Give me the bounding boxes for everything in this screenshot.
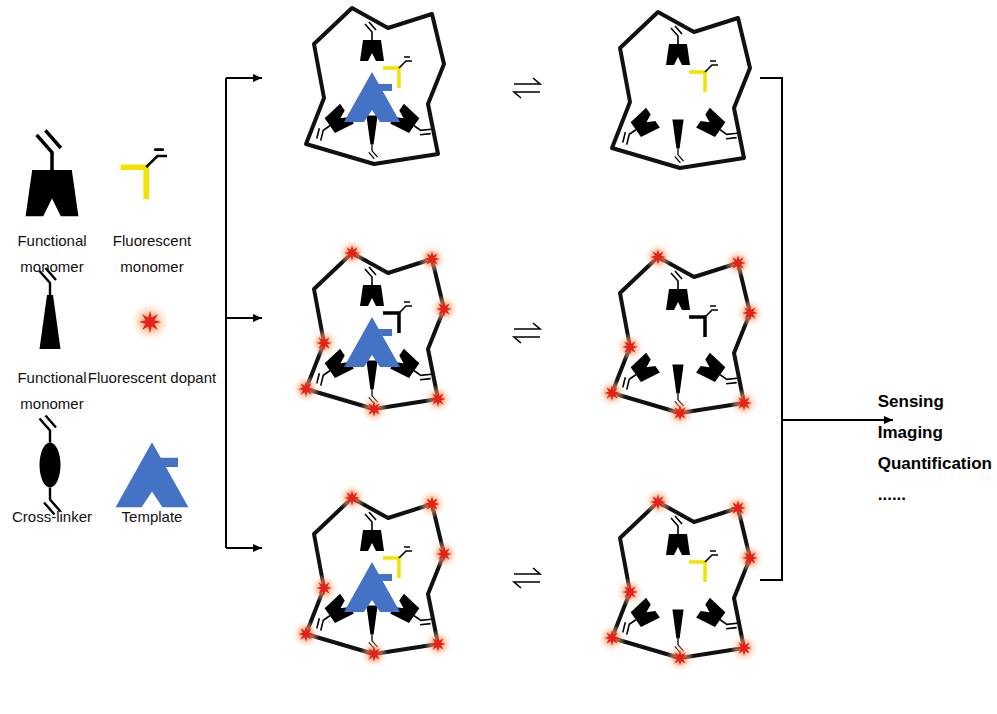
fluorescent-monomer	[121, 150, 167, 200]
monomer	[383, 302, 412, 333]
fluorescent-dopant	[724, 249, 752, 277]
fluorescent-monomer	[383, 57, 412, 88]
fluorescent-dopant	[666, 644, 694, 672]
functional-monomer	[390, 594, 436, 636]
template	[344, 72, 400, 122]
fluorescent-dopant	[724, 494, 752, 522]
functional-monomer	[308, 104, 354, 146]
fluorescent-dopant	[418, 245, 446, 273]
imprinted-polymer	[292, 484, 458, 668]
left-bracket	[225, 78, 227, 548]
fluorescent-dopant	[424, 630, 452, 658]
functional-monomer	[666, 271, 690, 310]
fluorescent-dopant	[598, 379, 626, 407]
imprinted-polymer	[306, 8, 444, 164]
fluorescent-dopant	[666, 399, 694, 427]
application-label: Imaging	[878, 417, 992, 448]
equilibrium-arrows	[514, 568, 540, 588]
application-label: ......	[878, 479, 992, 510]
fluorescent-monomer	[689, 551, 718, 582]
functional-monomer	[672, 120, 683, 163]
fluorescent-dopant	[292, 620, 320, 648]
fluorescent-dopant	[736, 299, 764, 327]
template	[344, 562, 400, 612]
functional-monomer	[696, 353, 742, 395]
equilibrium-arrows	[514, 323, 540, 343]
template	[344, 317, 400, 367]
legend-label: Template	[87, 504, 217, 530]
branch-arrow	[226, 77, 262, 79]
fluorescent-dopant	[644, 488, 672, 516]
functional-monomer	[696, 108, 742, 150]
template	[116, 442, 189, 507]
cross-linker	[40, 416, 61, 515]
fluorescent-monomer	[689, 61, 718, 92]
right-bracket	[760, 78, 782, 580]
branch-arrow	[226, 317, 262, 319]
legend-label: Cross-linker	[0, 504, 117, 530]
functional-monomer	[666, 516, 690, 555]
functional-monomer	[614, 108, 660, 150]
fluorescent-dopant	[424, 385, 452, 413]
functional-monomer	[390, 349, 436, 391]
functional-monomer	[360, 22, 384, 61]
fluorescent-dopant	[338, 239, 366, 267]
fluorescent-dopant	[360, 395, 388, 423]
fluorescent-dopant	[430, 295, 458, 323]
fluorescent-monomer	[383, 547, 412, 578]
legend-label: Fluorescent dopant	[87, 365, 217, 391]
functional-monomer	[26, 130, 79, 216]
fluorescent-dopant	[310, 574, 338, 602]
imprinted-polymer	[598, 488, 764, 672]
fluorescent-dopant	[598, 624, 626, 652]
functional-monomer	[666, 26, 690, 65]
fluorescent-dopant	[730, 634, 758, 662]
imprinted-polymer	[612, 12, 750, 168]
branch-arrow	[226, 547, 262, 549]
monomer	[689, 306, 718, 337]
fluorescent-dopant	[736, 544, 764, 572]
fluorescent-dopant	[730, 389, 758, 417]
imprinted-polymer	[292, 239, 458, 423]
functional-monomer	[696, 598, 742, 640]
fluorescent-dopant	[130, 302, 169, 341]
functional-monomer	[360, 512, 384, 551]
functional-monomer	[390, 104, 436, 146]
fluorescent-dopant	[644, 243, 672, 271]
fluorescent-dopant	[338, 484, 366, 512]
legend-label: Functional monomer	[0, 228, 117, 280]
fluorescent-dopant	[360, 640, 388, 668]
fluorescent-dopant	[292, 375, 320, 403]
fluorescent-dopant	[616, 578, 644, 606]
application-label: Sensing	[878, 386, 992, 417]
fluorescent-dopant	[616, 333, 644, 361]
fluorescent-dopant	[310, 329, 338, 357]
equilibrium-arrows	[514, 78, 540, 98]
application-label: Quantification	[878, 448, 992, 479]
functional-monomer	[360, 267, 384, 306]
output-arrow	[782, 419, 893, 421]
legend-label: Fluorescent monomer	[87, 228, 217, 280]
fluorescent-dopant	[418, 490, 446, 518]
fluorescent-dopant	[430, 540, 458, 568]
functional-monomer	[366, 116, 377, 159]
imprinted-polymer	[598, 243, 764, 427]
application-list: SensingImagingQuantification......	[878, 386, 992, 510]
functional-monomer	[40, 268, 61, 349]
